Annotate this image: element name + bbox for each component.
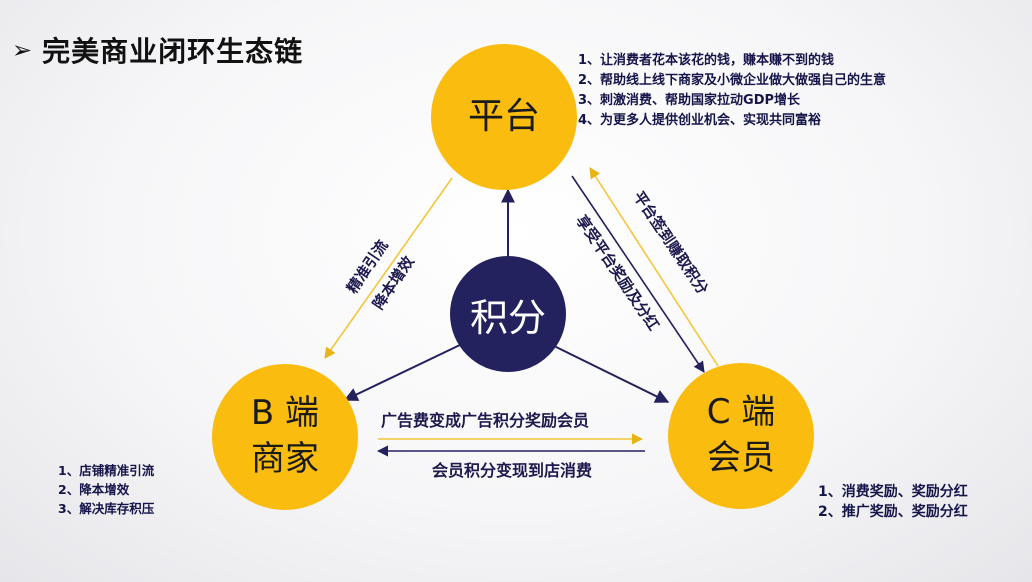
b-side-label-line1: B 端 [250, 393, 320, 434]
arrow-c-to-platform [589, 167, 719, 367]
platform-label: 平台 [431, 44, 577, 190]
b-side-notes: 1、店铺精准引流 2、降本增效 3、解决库存积压 [58, 461, 154, 518]
edge-label-b-to-c: 广告费变成广告积分奖励会员 [381, 411, 590, 430]
b-side-label-line2: 商家 [251, 439, 319, 479]
arrow-platform-to-b [324, 177, 453, 359]
c-side-node [668, 363, 814, 509]
center-points-node [450, 256, 566, 372]
edge-label-c-to-b: 会员积分变现到店消费 [432, 461, 593, 480]
list-item: 1、店铺精准引流 [58, 463, 155, 478]
platform-label-text: 平台 [467, 95, 540, 137]
list-item: 1、让消费者花本该花的钱，赚本赚不到的钱 [578, 53, 835, 68]
list-item: 3、刺激消费、帮助国家拉动GDP增长 [578, 93, 801, 108]
center-points-label: 积分 [469, 295, 546, 340]
platform-node [431, 44, 577, 190]
list-item: 2、降本增效 [58, 482, 130, 497]
arrow-center-to-b [343, 343, 463, 401]
list-item: 3、解决库存积压 [58, 501, 155, 516]
list-item: 2、推广奖励、奖励分红 [818, 504, 968, 520]
c-side-label-line1: C 端 [706, 392, 776, 433]
list-item: 4、为更多人提供创业机会、实现共同富裕 [578, 113, 822, 128]
c-side-label: C 端 会员 [668, 363, 814, 509]
list-item: 1、消费奖励、奖励分红 [818, 484, 968, 500]
platform-notes: 1、让消费者花本该花的钱，赚本赚不到的钱 2、帮助线上线下商家及小微企业做大做强… [578, 51, 886, 131]
arrow-center-to-c [549, 343, 670, 403]
list-item: 2、帮助线上线下商家及小微企业做大做强自己的生意 [578, 73, 887, 88]
b-side-label: B 端 商家 [212, 364, 358, 510]
b-side-node [212, 364, 358, 510]
page-title: ➢ 完美商业闭环生态链 [12, 30, 303, 70]
c-side-notes: 1、消费奖励、奖励分红 2、推广奖励、奖励分红 [818, 482, 968, 522]
title-text: 完美商业闭环生态链 [42, 35, 304, 68]
arrow-platform-to-c [571, 175, 705, 373]
title-bullet-icon: ➢ [12, 36, 33, 64]
c-side-label-line2: 会员 [707, 438, 775, 478]
